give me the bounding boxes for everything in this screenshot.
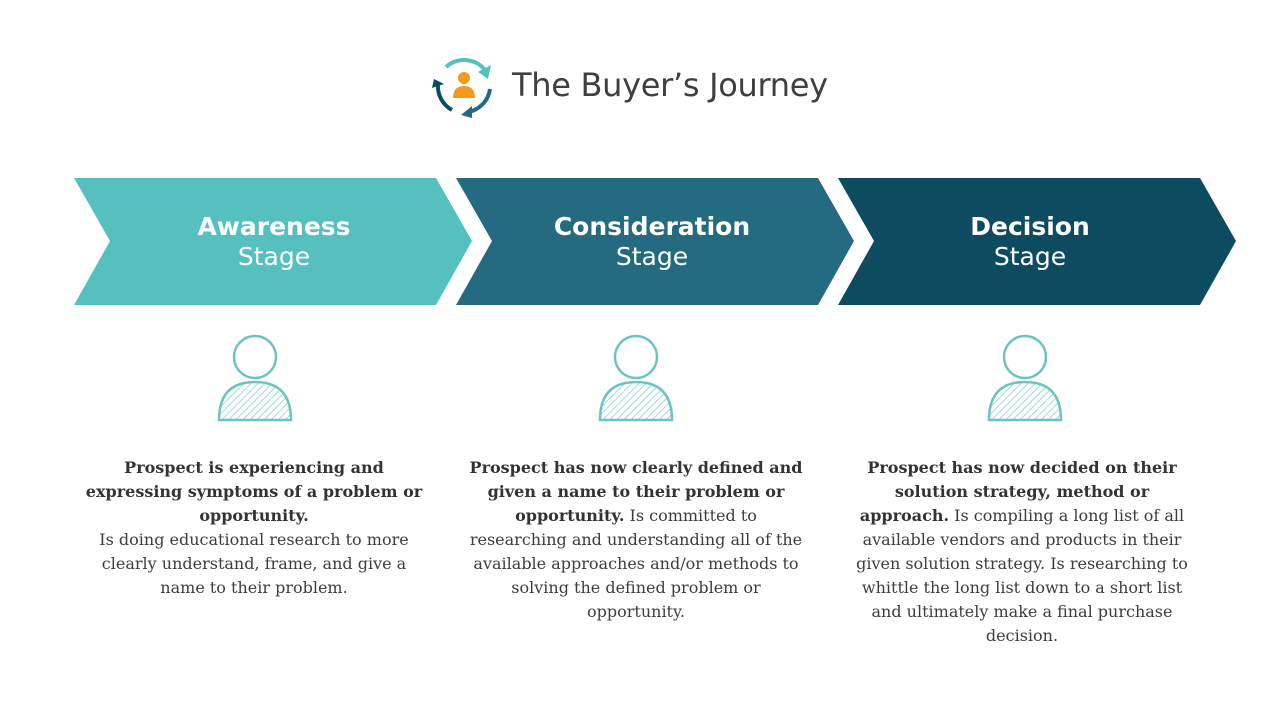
stage-name: Consideration: [553, 212, 751, 241]
description-bold: Prospect is experiencing and expressing …: [85, 458, 423, 525]
stage-chevrons: [74, 178, 1236, 305]
person-icon: [987, 334, 1063, 422]
description-text: Is doing educational research to more cl…: [99, 530, 409, 597]
description-text: Is committed to researching and understa…: [469, 506, 803, 621]
description-text: Is compiling a long list of all availabl…: [856, 506, 1188, 645]
stage-word: Stage: [993, 242, 1067, 271]
page-title: The Buyer’s Journey: [512, 66, 828, 104]
description-bold: Prospect has now decided on their soluti…: [859, 458, 1177, 525]
decision-chevron: [838, 178, 1236, 305]
consideration-stage-label: Consideration Stage: [502, 212, 802, 272]
person-icon: [598, 334, 674, 422]
stage-word: Stage: [237, 242, 311, 271]
awareness-description: Prospect is experiencing and expressing …: [84, 456, 424, 600]
consideration-chevron: [456, 178, 854, 305]
description-bold: Prospect has now clearly defined and giv…: [469, 458, 803, 525]
header: The Buyer’s Journey: [0, 54, 1280, 120]
person-icon: [217, 334, 293, 422]
stage-name: Decision: [970, 212, 1090, 241]
decision-stage-label: Decision Stage: [880, 212, 1180, 272]
decision-description: Prospect has now decided on their soluti…: [852, 456, 1192, 648]
stage-name: Awareness: [197, 212, 351, 241]
cycle-person-icon: [432, 58, 492, 118]
awareness-chevron: [74, 178, 472, 305]
consideration-description: Prospect has now clearly defined and giv…: [466, 456, 806, 624]
stage-word: Stage: [615, 242, 689, 271]
awareness-stage-label: Awareness Stage: [124, 212, 424, 272]
